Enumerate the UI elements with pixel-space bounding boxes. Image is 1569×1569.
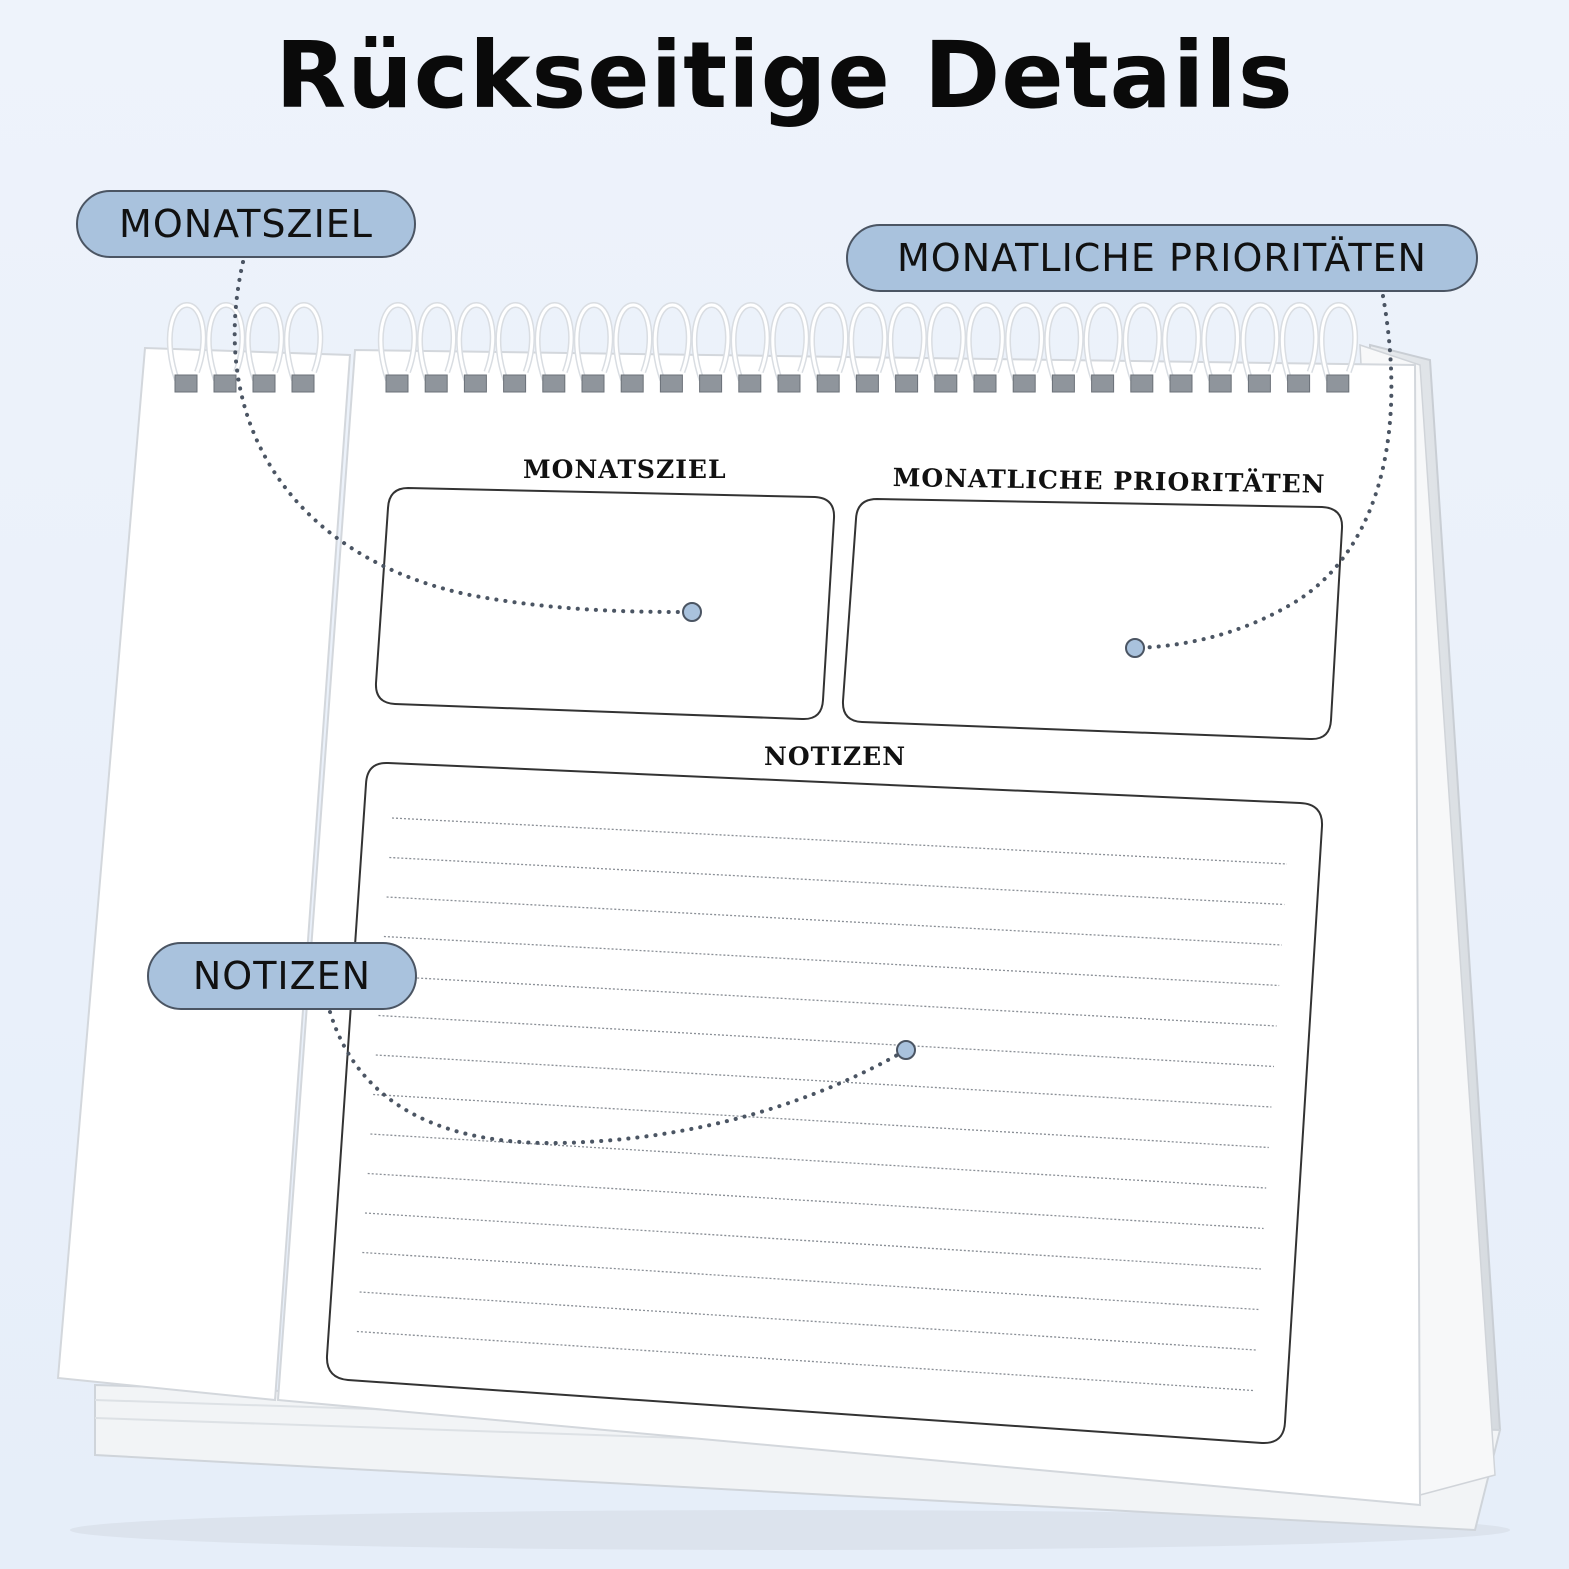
callout-priorities: MONATLICHE PRIORITÄTEN — [846, 224, 1478, 292]
spiral-ring — [417, 301, 457, 393]
spiral-ring — [1161, 301, 1202, 393]
page-title: Rückseitige Details — [275, 22, 1294, 129]
spiral-ring — [887, 301, 927, 393]
spiral-ring — [809, 301, 849, 393]
spiral-ring — [1201, 301, 1241, 393]
main-page — [276, 348, 1422, 1507]
notes-box — [325, 761, 1324, 1445]
spiral-ring — [652, 301, 692, 393]
spiral-ring — [1279, 301, 1319, 393]
spiral-ring — [1044, 301, 1084, 393]
spiral-ring — [495, 301, 535, 393]
ruled-line — [375, 1054, 1272, 1108]
ruled-line — [378, 1014, 1275, 1068]
spiral-ring — [848, 301, 888, 393]
spiral-ring — [613, 301, 653, 393]
goal-marker-dot — [682, 602, 702, 622]
spiral-ring — [573, 301, 614, 393]
spiral-ring — [965, 301, 1006, 393]
goal-connector-line — [232, 260, 694, 614]
spiral-ring — [691, 301, 731, 393]
spiral-ring — [205, 301, 246, 393]
spiral-ring — [1318, 301, 1359, 393]
ruled-line — [359, 1291, 1256, 1351]
spiral-ring — [1005, 301, 1045, 393]
spiral-ring — [244, 301, 285, 393]
notes-marker-dot — [896, 1040, 916, 1060]
ruled-line — [383, 935, 1280, 987]
spiral-ring — [926, 301, 967, 393]
spiral-ring — [1240, 301, 1280, 393]
ruled-line — [364, 1212, 1262, 1270]
spiral-ring — [1122, 301, 1163, 393]
ruled-line — [362, 1251, 1259, 1311]
ruled-line — [386, 896, 1282, 946]
spiral-ring — [769, 301, 810, 393]
spiral-ring — [1083, 301, 1123, 393]
callout-goal: MONATSZIEL — [76, 190, 416, 258]
spiral-ring — [730, 301, 771, 393]
sheet-goal-heading: MONATSZIEL — [523, 455, 727, 484]
spiral-binding — [166, 301, 1359, 393]
callout-notes: NOTIZEN — [147, 942, 417, 1010]
priorities-marker-dot — [1125, 638, 1145, 658]
ruled-line — [367, 1172, 1264, 1230]
sheet-notes-heading: NOTIZEN — [764, 742, 907, 771]
spiral-ring — [534, 301, 575, 393]
ruled-line — [373, 1093, 1269, 1149]
base-shadow — [70, 1510, 1510, 1550]
spiral-ring — [283, 301, 324, 393]
spiral-ring — [377, 301, 418, 393]
priorities-box — [841, 497, 1344, 741]
ruled-line — [356, 1330, 1254, 1392]
ruled-line — [389, 856, 1285, 906]
spiral-ring — [456, 301, 496, 393]
ruled-line — [381, 975, 1277, 1027]
priorities-connector-line — [1133, 294, 1394, 650]
goal-box — [374, 486, 836, 721]
notes-connector-line — [328, 1010, 908, 1146]
spiral-ring — [166, 301, 207, 393]
ruled-line — [391, 817, 1288, 865]
notes-ruled-lines — [356, 817, 1288, 1392]
